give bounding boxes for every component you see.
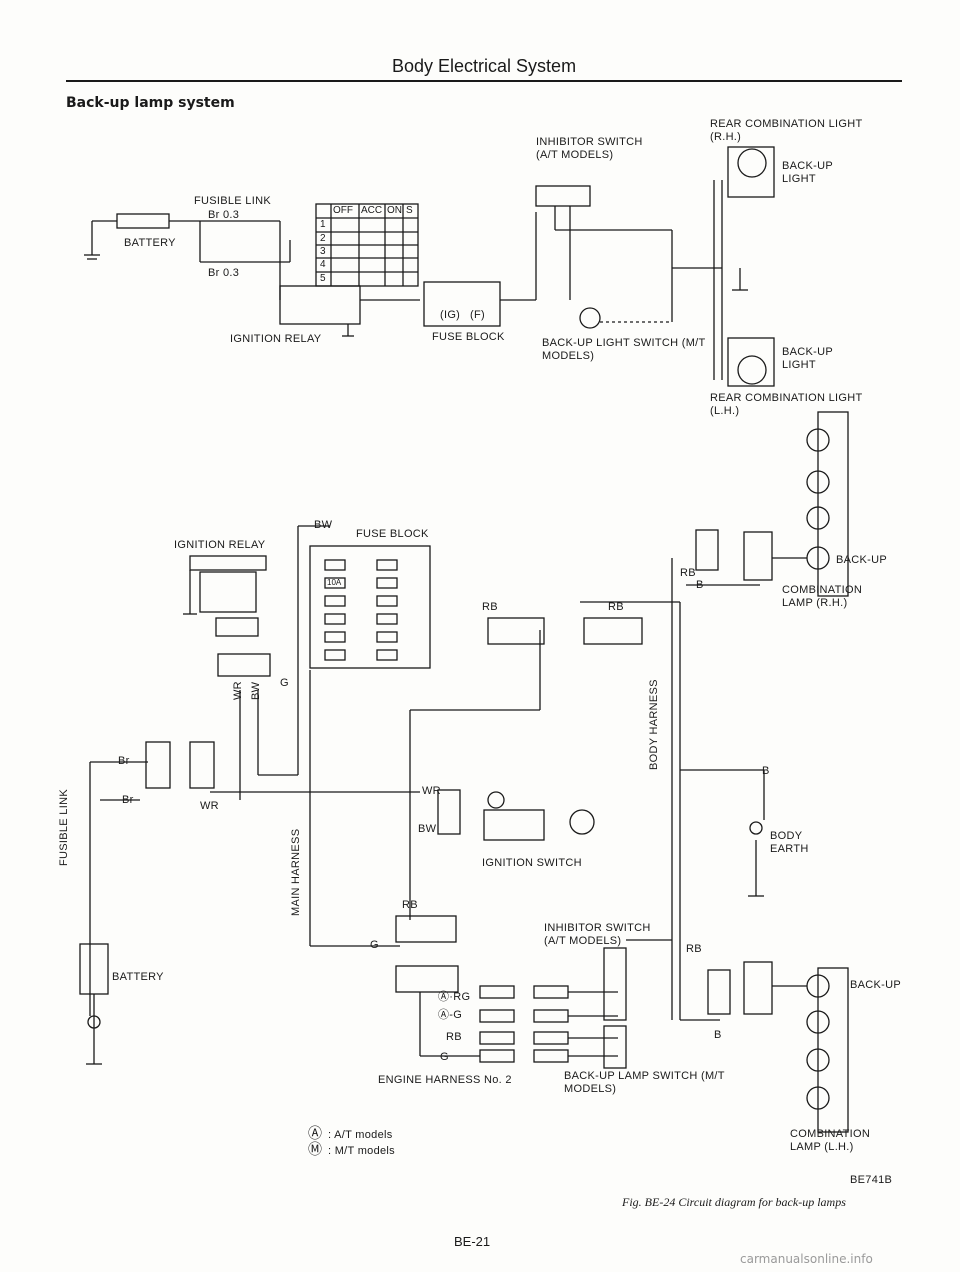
rb-wire-label-mid-left: RB [482, 601, 498, 613]
top-rear-combination-rh-label: REAR COMBINATION LIGHT (R.H.) [710, 118, 863, 143]
backup-lamp-switch-label: BACK-UP LAMP SWITCH (M/T MODELS) [564, 1070, 725, 1095]
top-backup-light-upper-label: BACK-UP LIGHT [782, 160, 833, 185]
top-battery-box [116, 213, 170, 229]
rb-connector [395, 915, 457, 943]
middle-connector-2 [583, 617, 643, 645]
top-battery-label: BATTERY [124, 237, 176, 249]
switch-header-on: ON [387, 205, 402, 216]
bw-wire-vertical: BW [250, 681, 262, 700]
g-wire-label-bottom: G [370, 939, 379, 951]
header-rule [66, 80, 902, 82]
top-ignition-relay-label: IGNITION RELAY [230, 333, 322, 345]
rb-wire-label-mid-right: RB [608, 601, 624, 613]
top-fuse-ig-label: (IG) [440, 309, 461, 321]
m-rb-wire-label: RB [446, 1031, 462, 1043]
middle-connector-1 [487, 617, 545, 645]
inhibitor-switch-bottom [603, 947, 627, 1021]
bottom-battery-label: BATTERY [112, 971, 164, 983]
br-wire-label-2: Br [122, 794, 134, 806]
combination-lamp-lh-label: COMBINATION LAMP (L.H.) [790, 1128, 871, 1153]
engine-harness-label: ENGINE HARNESS No. 2 [378, 1074, 512, 1086]
g-wire-label-fuse: G [280, 677, 289, 689]
switch-row-3: 3 [320, 246, 326, 257]
bw-wire-label-mid: BW [418, 823, 437, 835]
top-backup-switch-circle [579, 307, 601, 329]
switch-header-off: OFF [333, 205, 353, 216]
bottom-inhibitor-switch-label: INHIBITOR SWITCH (A/T MODELS) [544, 922, 651, 947]
combination-lamp-lh [817, 967, 849, 1133]
top-backup-light-rh [737, 148, 767, 178]
switch-header-acc: ACC [361, 205, 383, 216]
combination-lamp-rh [817, 411, 849, 597]
a-g-wire-label: Ⓐ-G [438, 1009, 463, 1021]
fuse-10a-label: 10A [327, 578, 342, 587]
body-harness-label: BODY HARNESS [648, 679, 660, 770]
page-number: BE-21 [454, 1234, 491, 1249]
backup-rh-label: BACK-UP [836, 554, 887, 566]
switch-header-s: S [406, 205, 413, 216]
bottom-fuse-block [309, 545, 431, 669]
b-wire-label-right-bottom: B [714, 1029, 722, 1041]
bottom-fuse-block-label: FUSE BLOCK [356, 528, 429, 540]
page-header-title: Body Electrical System [392, 56, 577, 76]
backup-lamp-switch-bottom [603, 1025, 627, 1069]
top-backup-light-lower-label: BACK-UP LIGHT [782, 346, 833, 371]
body-earth-label: BODY EARTH [770, 830, 809, 855]
rb-wire-label-top-right: RB [680, 567, 696, 579]
top-backup-light-lh [737, 355, 767, 385]
m-g-wire-label: G [440, 1051, 449, 1063]
b-wire-label-top-right: B [696, 579, 704, 591]
main-harness-label: MAIN HARNESS [290, 828, 302, 916]
wr-wire-label-left: WR [200, 800, 219, 812]
top-br-lower-label: Br 0.3 [208, 267, 240, 279]
legend-a-text: : A/T models [328, 1129, 393, 1141]
top-rear-combination-lh-label: REAR COMBINATION LIGHT (L.H.) [710, 392, 863, 417]
watermark: carmanualsonline.info [740, 1252, 873, 1266]
top-fuse-block [423, 281, 501, 327]
top-fusible-link-label: FUSIBLE LINK [194, 195, 271, 207]
top-inhibitor-switch-label: INHIBITOR SWITCH (A/T MODELS) [536, 136, 643, 161]
top-br-upper-label: Br 0.3 [208, 209, 240, 221]
top-backup-light-switch-label: BACK-UP LIGHT SWITCH (M/T MODELS) [542, 337, 706, 362]
ignition-switch-label: IGNITION SWITCH [482, 857, 582, 869]
rb-wire-label-bottom: RB [402, 899, 418, 911]
relay-connector [217, 653, 271, 677]
bottom-battery [79, 943, 109, 995]
wr-wire-label-mid: WR [422, 785, 441, 797]
a-rg-wire-label: Ⓐ·RG [438, 991, 471, 1003]
ignition-switch-connector [437, 789, 461, 835]
backup-lh-label: BACK-UP [850, 979, 901, 991]
figure-code: BE741B [850, 1174, 893, 1186]
bw-wire-label-fuse: BW [314, 519, 333, 531]
wr-wire-vertical-1: WR [232, 681, 244, 700]
combination-lamp-rh-label: COMBINATION LAMP (R.H.) [782, 584, 863, 609]
switch-row-4: 4 [320, 259, 326, 270]
br-wire-label-1: Br [118, 755, 130, 767]
switch-row-1: 1 [320, 219, 326, 230]
legend-m-text: : M/T models [328, 1145, 395, 1157]
top-inhibitor-switch [535, 185, 591, 207]
ignition-switch-body [483, 809, 545, 841]
rb-wire-label-right-bottom: RB [686, 943, 702, 955]
switch-row-2: 2 [320, 233, 326, 244]
switch-row-5: 5 [320, 273, 326, 284]
b-wire-label-earth: B [762, 765, 770, 777]
legend-a-symbol: Ⓐ [308, 1125, 322, 1141]
bottom-ignition-relay-label: IGNITION RELAY [174, 539, 266, 551]
figure-caption: Fig. BE-24 Circuit diagram for back-up l… [622, 1195, 846, 1209]
section-title: Back-up lamp system [66, 95, 235, 111]
legend-m-symbol: Ⓜ [308, 1141, 322, 1157]
top-fuse-block-label: FUSE BLOCK [432, 331, 505, 343]
bottom-ignition-relay [199, 571, 257, 613]
top-fuse-f-label: (F) [470, 309, 485, 321]
engine-connector [395, 965, 459, 993]
top-ignition-relay [279, 285, 361, 325]
bottom-fusible-link-label: FUSIBLE LINK [58, 789, 70, 866]
